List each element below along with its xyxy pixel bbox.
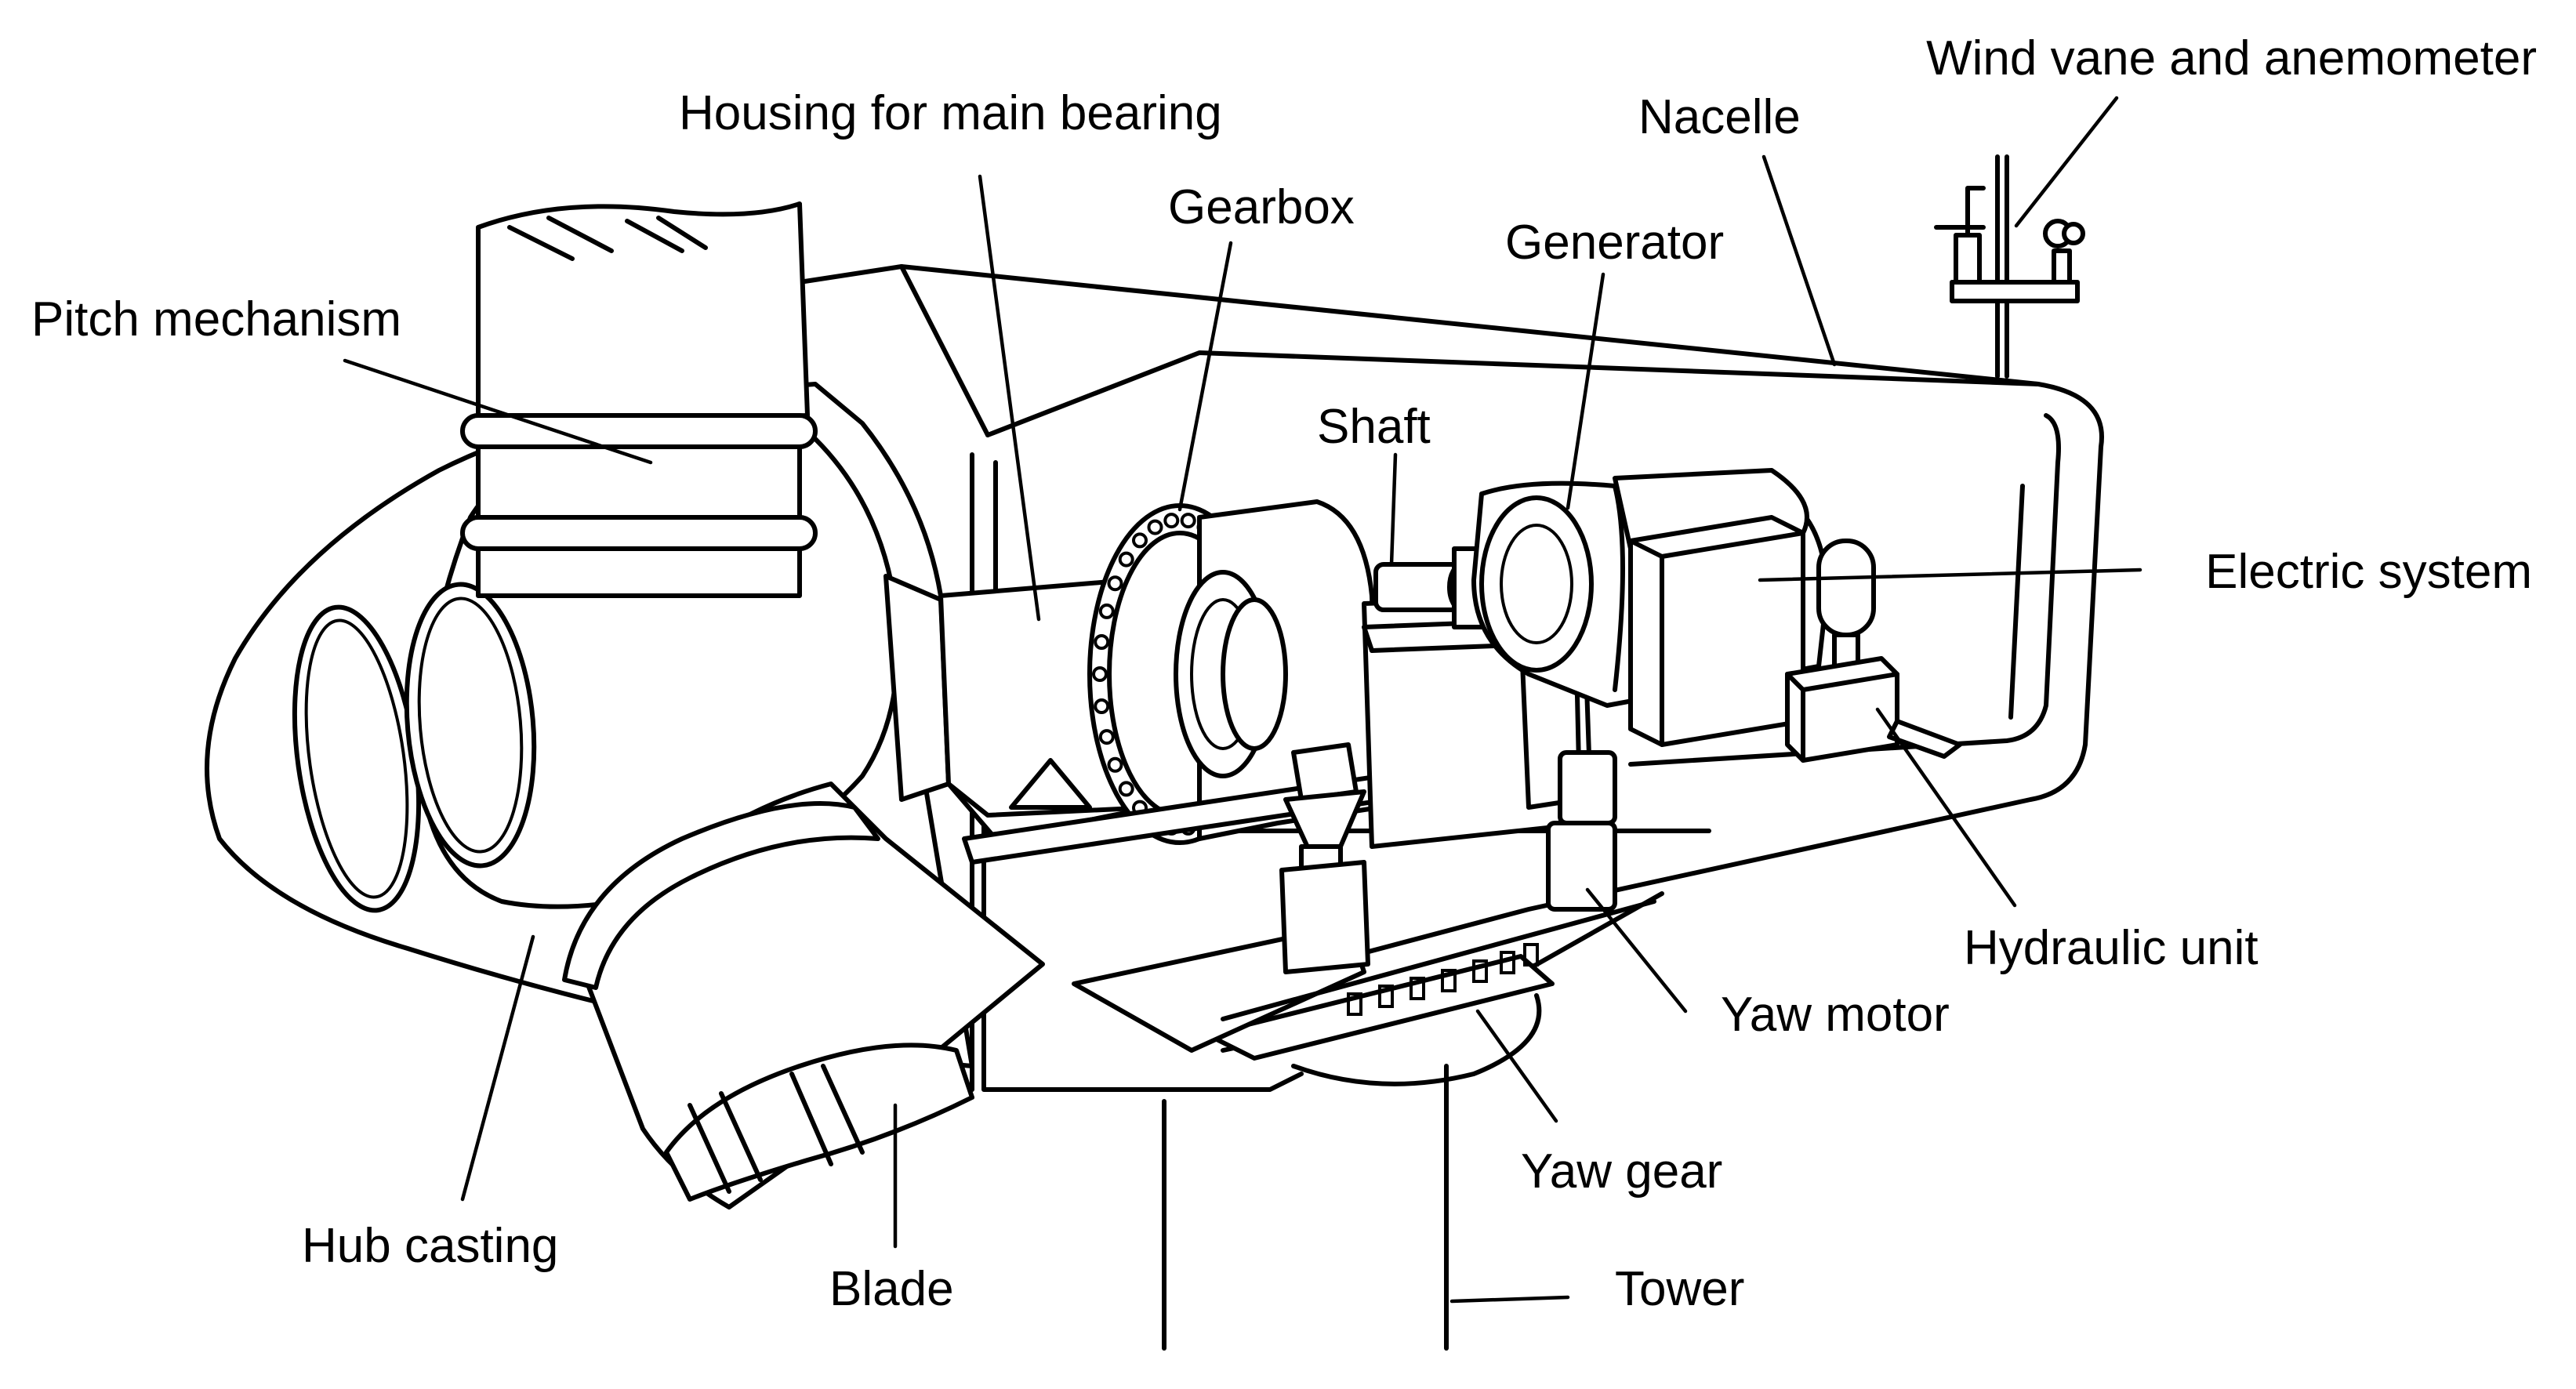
nacelle-housing <box>797 264 2104 1351</box>
label-pitch-mechanism: Pitch mechanism <box>31 292 401 346</box>
gearbox-bolt <box>1094 698 1110 714</box>
gearbox-bolt <box>1118 781 1134 797</box>
label-wind-vane-and-anemometer: Wind vane and anemometer <box>1926 31 2537 85</box>
label-housing-for-main-bearing: Housing for main bearing <box>679 86 1222 140</box>
gearbox-bolt <box>1107 756 1123 773</box>
gearbox-bolt <box>1147 519 1163 535</box>
label-hydraulic-unit: Hydraulic unit <box>1964 921 2259 975</box>
label-blade: Blade <box>829 1262 954 1316</box>
label-hub-casting: Hub casting <box>302 1219 558 1273</box>
gearbox-bolt <box>1107 575 1123 592</box>
leader-lines <box>343 96 2142 1304</box>
label-nacelle: Nacelle <box>1638 90 1801 144</box>
yaw-motor-right <box>1546 750 1617 912</box>
label-gearbox: Gearbox <box>1168 180 1355 234</box>
electric-system-cabinet <box>1628 515 1805 747</box>
gearbox-bolt <box>1163 513 1180 529</box>
gearbox-bolt <box>1132 532 1148 549</box>
gearbox-bolt <box>1098 729 1115 745</box>
wind-vane-and-anemometer <box>1934 154 2085 379</box>
gearbox-bolt <box>1180 513 1196 529</box>
gearbox-bolt <box>1118 551 1134 568</box>
label-electric-system: Electric system <box>2205 545 2532 599</box>
label-tower: Tower <box>1615 1262 1744 1316</box>
label-yaw-motor: Yaw motor <box>1721 988 1950 1042</box>
gearbox-bolt <box>1098 603 1115 619</box>
label-shaft: Shaft <box>1317 400 1431 454</box>
yaw-motor-left <box>1279 742 1370 974</box>
label-generator: Generator <box>1505 216 1724 270</box>
top-blade <box>460 201 818 598</box>
label-yaw-gear: Yaw gear <box>1521 1144 1722 1199</box>
gearbox-bolt <box>1094 634 1110 650</box>
lower-blade <box>562 782 1045 1209</box>
gearbox-bolt <box>1092 666 1108 682</box>
